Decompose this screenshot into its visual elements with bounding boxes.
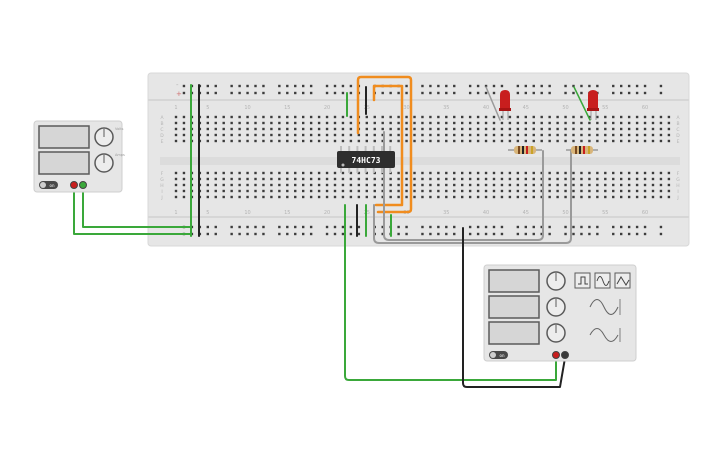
offset-display bbox=[488, 321, 540, 345]
column-number-bottom: 5 bbox=[206, 210, 209, 216]
column-number-top: 30 bbox=[403, 105, 409, 111]
column-number-top: 20 bbox=[324, 105, 330, 111]
chip-74hc73[interactable]: 74HC73 bbox=[337, 146, 395, 173]
column-number-top: 55 bbox=[602, 105, 608, 111]
wire-green-supply[interactable] bbox=[73, 184, 192, 235]
chip-pin1-dot bbox=[341, 163, 345, 167]
led-lead-1 bbox=[485, 86, 501, 121]
offset-wave-icon bbox=[589, 328, 621, 342]
led-1[interactable] bbox=[499, 90, 511, 120]
row-letter: J bbox=[160, 195, 162, 201]
row-letter: C bbox=[676, 127, 679, 133]
positive-terminal[interactable] bbox=[70, 181, 78, 189]
breadboard-holes bbox=[174, 84, 671, 236]
generator-power-label: on bbox=[500, 353, 505, 358]
row-letter: F bbox=[677, 171, 680, 177]
chip-pins bbox=[340, 146, 392, 173]
column-number-top: 50 bbox=[562, 105, 568, 111]
row-letter: A bbox=[160, 115, 164, 121]
column-number-bottom: 15 bbox=[284, 210, 290, 216]
row-letter: F bbox=[161, 171, 164, 177]
column-number-bottom: 35 bbox=[443, 210, 449, 216]
row-letter: J bbox=[676, 195, 678, 201]
row-letter: H bbox=[676, 183, 679, 189]
column-number-top: 40 bbox=[483, 105, 489, 111]
frequency-display bbox=[488, 269, 540, 293]
column-number-bottom: 40 bbox=[483, 210, 489, 216]
function-generator: on bbox=[483, 264, 637, 362]
wire-green-supply-2[interactable] bbox=[82, 184, 192, 228]
row-letter: D bbox=[160, 133, 164, 139]
amplitude-display bbox=[488, 295, 540, 319]
column-number-bottom: 50 bbox=[562, 210, 568, 216]
led-2[interactable] bbox=[587, 90, 599, 120]
row-letter: G bbox=[676, 177, 680, 183]
column-number-bottom: 55 bbox=[602, 210, 608, 216]
rail-minus-label: - bbox=[176, 81, 179, 89]
column-number-bottom: 20 bbox=[324, 210, 330, 216]
wire-orange-loop[interactable] bbox=[356, 75, 413, 214]
amps-label: Amps bbox=[115, 153, 125, 157]
column-number-top: 10 bbox=[244, 105, 250, 111]
generator-positive-terminal[interactable] bbox=[552, 351, 560, 359]
resistor-1[interactable] bbox=[508, 146, 542, 154]
row-letter: I bbox=[161, 189, 162, 195]
row-letter: I bbox=[677, 189, 678, 195]
column-number-bottom: 1 bbox=[174, 210, 177, 216]
sine-wave-icon[interactable] bbox=[594, 272, 611, 289]
resistor-2[interactable] bbox=[566, 146, 598, 154]
column-number-bottom: 45 bbox=[523, 210, 529, 216]
column-number-bottom: 60 bbox=[642, 210, 648, 216]
column-number-top: 15 bbox=[284, 105, 290, 111]
wire-gray-2[interactable] bbox=[373, 149, 572, 244]
row-letter: B bbox=[160, 121, 163, 127]
current-display bbox=[38, 151, 90, 175]
wire-black-generator[interactable] bbox=[462, 227, 566, 388]
row-letter: E bbox=[677, 139, 680, 145]
column-number-top: 45 bbox=[523, 105, 529, 111]
triangle-wave-icon[interactable] bbox=[614, 272, 631, 289]
row-letter: D bbox=[676, 133, 680, 139]
row-letter: H bbox=[160, 183, 163, 189]
rail-plus-label: + bbox=[176, 90, 182, 98]
volts-label: Volts bbox=[115, 127, 124, 131]
power-supply: Volts Amps on bbox=[33, 120, 125, 193]
led-lead-2 bbox=[573, 86, 591, 121]
row-letter: A bbox=[676, 115, 680, 121]
column-number-top: 60 bbox=[642, 105, 648, 111]
column-number-top: 1 bbox=[174, 105, 177, 111]
row-letter: E bbox=[161, 139, 164, 145]
row-letter: C bbox=[160, 127, 163, 133]
wires bbox=[73, 75, 591, 388]
row-letter: G bbox=[160, 177, 164, 183]
column-number-bottom: 10 bbox=[244, 210, 250, 216]
column-number-top: 35 bbox=[443, 105, 449, 111]
negative-terminal[interactable] bbox=[79, 181, 87, 189]
chip-label: 74HC73 bbox=[352, 156, 381, 165]
generator-negative-terminal[interactable] bbox=[561, 351, 569, 359]
amplitude-wave-icon bbox=[589, 299, 621, 315]
column-number-top: 5 bbox=[206, 105, 209, 111]
wire-orange-loop-inner[interactable] bbox=[372, 84, 404, 207]
square-wave-icon[interactable] bbox=[574, 272, 591, 289]
wire-green-generator[interactable] bbox=[344, 204, 557, 381]
row-letter: B bbox=[676, 121, 679, 127]
power-button-label: on bbox=[50, 183, 55, 188]
voltage-display bbox=[38, 125, 90, 149]
